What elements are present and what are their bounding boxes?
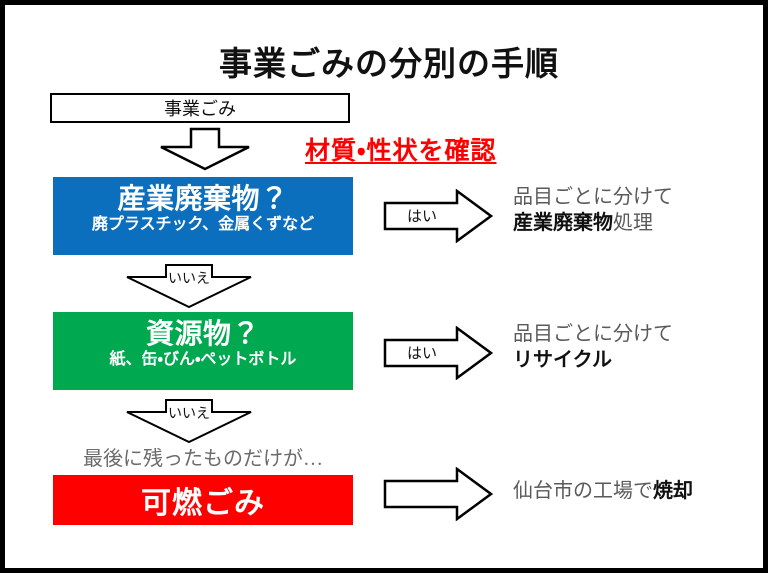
decision-box-recyclable[interactable]: 資源物？ 紙、缶・びん・ペットボトル <box>53 312 353 390</box>
outcome-line1: 品目ごとに分けて <box>513 186 673 208</box>
outcome-lead: 仙台市の工場で <box>513 480 653 502</box>
down-arrow-icon <box>157 127 253 171</box>
source-box-label: 事業ごみ <box>164 99 236 119</box>
page-title: 事業ごみの分別の手順 <box>219 47 559 83</box>
no-label-2: いいえ <box>168 407 210 422</box>
decision-box-industrial-waste[interactable]: 産業廃棄物？ 廃プラスチック、金属くずなど <box>53 177 353 255</box>
outcome-strong: 焼却 <box>653 480 693 502</box>
outcome-tail: 処理 <box>613 212 653 234</box>
decision-box-sub-label: 廃プラスチック、金属くずなど <box>91 216 315 234</box>
right-arrow-icon-yes-2: はい <box>383 326 493 380</box>
down-arrow-icon-no-2: いいえ <box>123 398 255 444</box>
yes-label-2: はい <box>406 346 437 362</box>
result-box-label: 可燃ごみ <box>141 487 265 520</box>
right-arrow-icon-yes-1: はい <box>383 189 493 243</box>
source-box: 事業ごみ <box>50 93 350 123</box>
result-box-combustible[interactable]: 可燃ごみ <box>53 475 353 525</box>
decision-box-main-label: 資源物？ <box>145 318 260 349</box>
outcome-line2: 仙台市の工場で焼却 <box>513 478 763 504</box>
yes-label-1: はい <box>406 209 437 225</box>
decision-box-main-label: 産業廃棄物？ <box>117 183 289 214</box>
leftover-caption: 最後に残ったものだけが… <box>83 448 323 470</box>
decision-box-sub-label: 紙、缶・びん・ペットボトル <box>109 351 297 369</box>
right-arrow-icon-result <box>383 467 493 521</box>
outcome-strong: リサイクル <box>513 349 612 371</box>
outcome-line2: リサイクル <box>513 347 763 373</box>
material-check-note: 材質・性状を確認 <box>305 138 497 165</box>
outcome-industrial-waste: 品目ごとに分けて 産業廃棄物処理 <box>513 185 763 236</box>
outcome-strong: 産業廃棄物 <box>513 212 613 234</box>
outcome-line2: 産業廃棄物処理 <box>513 210 763 236</box>
no-label-1: いいえ <box>168 272 210 287</box>
outcome-recyclable: 品目ごとに分けて リサイクル <box>513 322 763 373</box>
outcome-line1: 品目ごとに分けて <box>513 323 673 345</box>
down-arrow-icon-no-1: いいえ <box>123 263 255 309</box>
outcome-combustible: 仙台市の工場で焼却 <box>513 478 763 504</box>
